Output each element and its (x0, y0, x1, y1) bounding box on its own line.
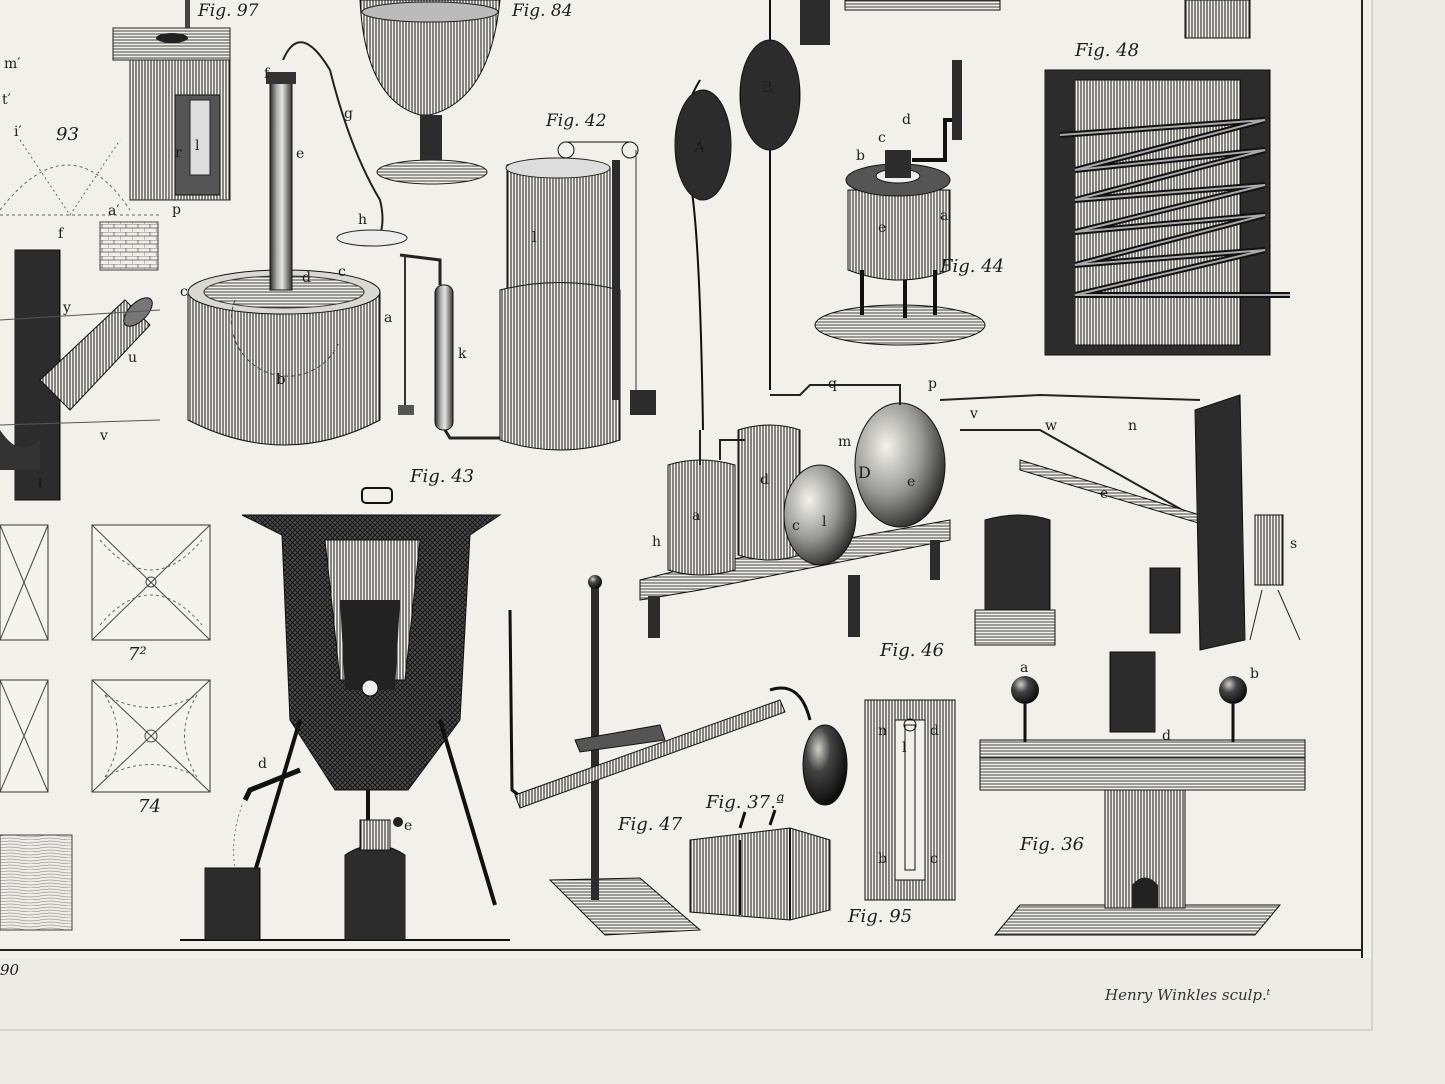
svg-text:s: s (1290, 536, 1297, 552)
svg-text:93: 93 (56, 124, 79, 145)
figure-84: Fig. 84 (359, 0, 573, 185)
svg-text:g: g (344, 106, 353, 122)
svg-text:t′: t′ (2, 92, 11, 108)
svg-text:D: D (858, 463, 871, 482)
svg-text:Fig. 84: Fig. 84 (511, 1, 573, 21)
figure-47: Fig. 47 (508, 575, 848, 936)
figure-37a: Fig. 37.ª (689, 792, 831, 921)
svg-text:d: d (302, 270, 311, 286)
svg-text:Fig. 44: Fig. 44 (939, 256, 1004, 277)
svg-text:f: f (264, 66, 271, 82)
svg-text:a: a (692, 508, 700, 524)
svg-text:h: h (652, 534, 661, 550)
svg-text:Fig. 42: Fig. 42 (545, 111, 607, 131)
svg-text:y: y (62, 300, 71, 316)
svg-text:a: a (1020, 660, 1028, 676)
figure-93: m′ t′ i′ 93 a′ f (0, 56, 160, 271)
svg-text:m: m (838, 434, 851, 450)
svg-text:v: v (969, 406, 978, 422)
svg-text:c: c (792, 518, 800, 534)
figure-95: n d l b c Fig. 95 (847, 699, 956, 927)
svg-text:c: c (878, 130, 886, 146)
svg-text:h: h (358, 212, 367, 228)
svg-text:Fig. 37.ª: Fig. 37.ª (705, 792, 784, 813)
engraver-credit: Henry Winkles sculp.ᵗ (1104, 986, 1271, 1004)
svg-text:d: d (930, 723, 939, 739)
svg-text:i′: i′ (14, 124, 22, 140)
svg-text:f: f (58, 226, 65, 242)
svg-text:Fig. 95: Fig. 95 (847, 906, 912, 927)
figure-gas-holder: f g e h c d c a k b (180, 41, 500, 446)
svg-text:a: a (384, 310, 392, 326)
svg-text:l: l (532, 228, 537, 246)
svg-text:e: e (1100, 486, 1108, 502)
svg-text:p: p (172, 202, 181, 218)
svg-text:t: t (38, 476, 44, 492)
svg-text:90: 90 (0, 961, 20, 979)
svg-text:u: u (128, 350, 137, 366)
svg-text:d: d (760, 472, 769, 488)
svg-text:a: a (940, 208, 948, 224)
svg-text:Fig. 47: Fig. 47 (617, 814, 683, 835)
figure-42: Fig. 42 l (499, 111, 656, 451)
svg-text:r: r (175, 145, 182, 161)
svg-text:p: p (928, 376, 937, 392)
svg-text:e: e (404, 818, 412, 834)
svg-text:c: c (180, 284, 188, 300)
svg-text:l: l (902, 740, 907, 756)
top-fragment (800, 0, 1001, 45)
svg-text:Fig. 46: Fig. 46 (879, 640, 944, 661)
svg-text:d: d (258, 756, 267, 772)
figure-43: Fig. 43 d e (180, 466, 510, 941)
svg-text:d: d (902, 112, 911, 128)
svg-text:c: c (338, 264, 346, 280)
svg-text:k: k (458, 346, 467, 362)
svg-text:b: b (856, 148, 865, 164)
svg-text:l: l (195, 138, 200, 154)
svg-text:7²: 7² (128, 644, 147, 665)
svg-text:v: v (99, 428, 108, 444)
svg-text:A: A (693, 138, 705, 156)
tiles-group: 7² 74 90 (0, 524, 211, 979)
svg-text:B: B (762, 78, 773, 96)
svg-text:m′: m′ (4, 56, 20, 72)
svg-text:Fig. 43: Fig. 43 (409, 466, 474, 487)
svg-text:e: e (296, 146, 304, 162)
svg-text:e: e (878, 220, 886, 236)
svg-text:a′: a′ (108, 203, 120, 219)
figure-36: a b d Fig. 36 (979, 651, 1306, 936)
svg-text:n: n (878, 723, 887, 739)
svg-text:Fig. 48: Fig. 48 (1074, 40, 1139, 61)
figure-48: Fig. 48 (1044, 0, 1290, 356)
svg-text:b: b (878, 851, 887, 867)
svg-text:Fig. 36: Fig. 36 (1019, 834, 1084, 855)
svg-text:74: 74 (138, 796, 161, 817)
svg-text:l: l (822, 514, 827, 530)
figure-46: A B q p v w n m D e d a h c l e (639, 0, 1301, 661)
svg-text:w: w (1045, 418, 1057, 434)
svg-text:n: n (1128, 418, 1137, 434)
figure-97: Fig. 97 r l p (112, 0, 259, 218)
figure-left-pipe: y u v t (0, 249, 161, 501)
svg-text:q: q (828, 376, 837, 392)
svg-text:Fig. 97: Fig. 97 (197, 1, 259, 21)
figure-44: b c d e a Fig. 44 (814, 60, 1004, 346)
svg-text:b: b (276, 370, 286, 388)
svg-text:e: e (907, 474, 915, 490)
svg-text:b: b (1250, 666, 1259, 682)
svg-text:d: d (1162, 728, 1171, 744)
svg-text:c: c (930, 851, 938, 867)
